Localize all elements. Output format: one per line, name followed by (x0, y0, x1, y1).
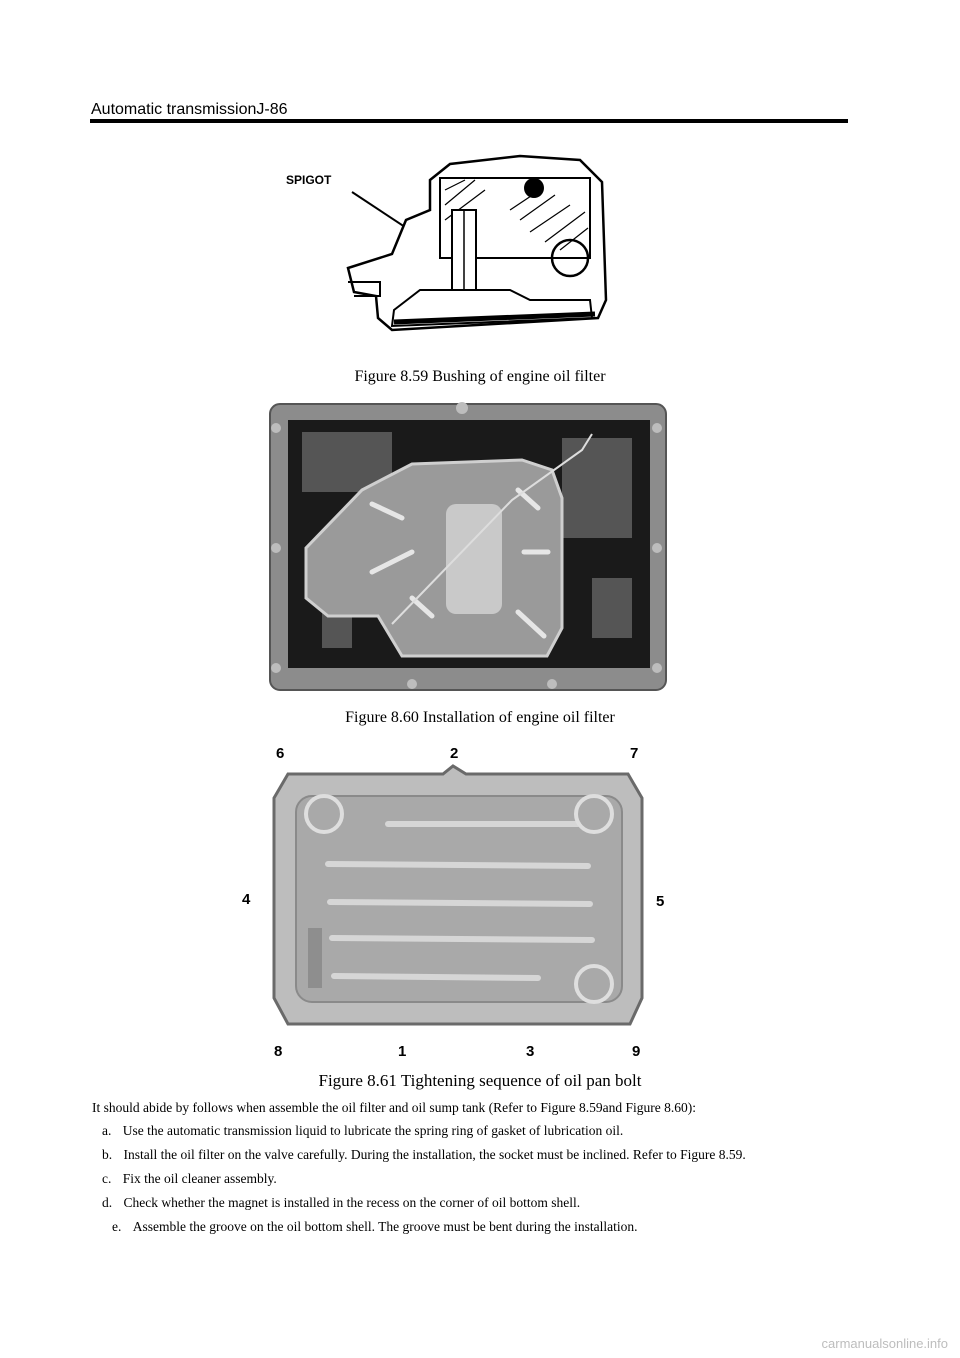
figure-8-59-caption: Figure 8.59 Bushing of engine oil filter (354, 368, 606, 385)
step-marker: b. (102, 1147, 113, 1162)
step-marker: a. (102, 1123, 112, 1138)
step-marker: c. (102, 1171, 112, 1186)
step-item: e. Assemble the groove on the oil bottom… (112, 1219, 638, 1235)
spigot-label: SPIGOT (286, 173, 332, 187)
step-text: Check whether the magnet is installed in… (123, 1195, 581, 1210)
bolt-number: 8 (274, 1043, 282, 1060)
bolt-number: 2 (450, 745, 458, 762)
step-marker: d. (102, 1195, 113, 1210)
body-intro: It should abide by follows when assemble… (92, 1100, 697, 1115)
page-header: Automatic transmissionJ-86 (91, 101, 288, 118)
step-text: Assemble the groove on the oil bottom sh… (132, 1219, 638, 1234)
figure-8-60-caption: Figure 8.60 Installation of engine oil f… (345, 709, 615, 726)
step-text: Install the oil filter on the valve care… (123, 1147, 746, 1162)
bolt-number: 9 (632, 1043, 640, 1060)
step-item: a. Use the automatic transmission liquid… (102, 1123, 623, 1139)
step-item: b. Install the oil filter on the valve c… (102, 1147, 746, 1163)
bolt-number: 4 (242, 891, 251, 908)
header-rule (90, 119, 848, 123)
bolt-number: 3 (526, 1043, 534, 1060)
watermark: carmanualsonline.info (821, 1336, 948, 1351)
figure-8-60-photo (269, 402, 667, 691)
step-text: Use the automatic transmission liquid to… (122, 1123, 624, 1138)
figure-8-59-drawing: SPIGOT (286, 154, 608, 332)
bolt-number: 7 (630, 745, 638, 762)
figure-8-61-caption: Figure 8.61 Tightening sequence of oil p… (318, 1071, 642, 1090)
figure-8-61-photo: 1 2 3 4 5 6 7 8 9 (242, 745, 664, 1060)
step-marker: e. (112, 1219, 122, 1234)
bolt-number: 1 (398, 1043, 406, 1060)
bolt-number: 6 (276, 745, 284, 762)
step-text: Fix the oil cleaner assembly. (122, 1171, 277, 1186)
bolt-number: 5 (656, 893, 664, 910)
step-item: c. Fix the oil cleaner assembly. (102, 1171, 277, 1187)
step-item: d. Check whether the magnet is installed… (102, 1195, 580, 1211)
